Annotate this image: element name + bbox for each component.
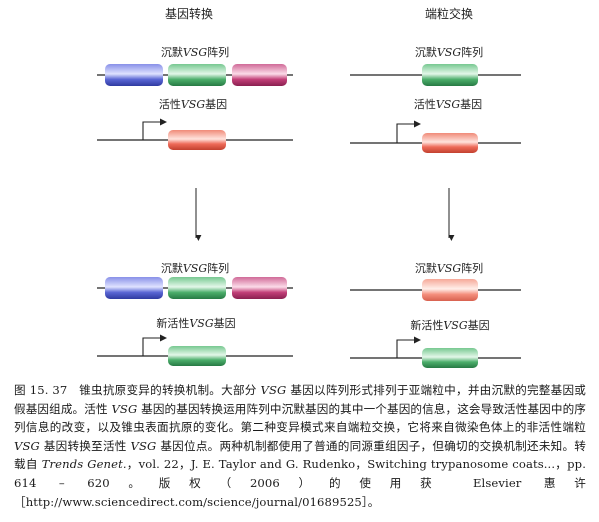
caption-italic-vsg: VSG [14, 438, 40, 453]
right-bottom-promoter-head [414, 336, 421, 344]
left-top-green-gene [168, 64, 226, 86]
right-top-promoter-head [414, 120, 421, 128]
left-top-blue-gene [105, 64, 163, 86]
left-panel-title: 基因转换 [165, 6, 213, 21]
left-top-promoter-head [160, 118, 167, 126]
right-top-array-label: 沉默VSG阵列 [415, 45, 483, 59]
right-bottom-active-label: 新活性VSG基因 [410, 318, 489, 332]
left-bottom-blue-gene [105, 277, 163, 299]
caption-italic-vsg: VSG [111, 401, 138, 416]
left-top-active-label: 活性VSG基因 [159, 97, 227, 111]
caption-italic-vsg: VSG [260, 383, 287, 397]
diagram: 基因转换 沉默VSG阵列 活性VSG基因 沉默VSG阵列 新活性VSG基因 端粒… [97, 6, 521, 368]
caption-text: 基因的基因转换运用阵列中沉默基因的其中一个基因的信息，这会导致活性基因中的序列信… [14, 401, 586, 435]
caption-figure-number: 图 15. 37 [14, 383, 68, 397]
left-bottom-magenta-gene [232, 277, 287, 299]
left-bottom-promoter-arrow [142, 337, 160, 356]
left-top-array-label: 沉默VSG阵列 [161, 45, 229, 59]
left-top-red-active-gene [168, 130, 226, 150]
left-bottom-array-label: 沉默VSG阵列 [161, 261, 229, 275]
right-top-green-gene [422, 64, 478, 86]
right-top-red-active-gene [422, 133, 478, 153]
left-bottom-promoter-head [160, 334, 167, 342]
right-panel-title: 端粒交换 [425, 6, 473, 21]
left-bottom-green-active-gene [168, 346, 226, 366]
right-bottom-promoter-arrow [396, 339, 414, 358]
figure-caption: 图 15. 37 锥虫抗原变异的转换机制。大部分 VSG 基因以阵列形式排列于亚… [14, 381, 586, 511]
caption-text: 基因转换至活性 [39, 438, 131, 453]
caption-italic-journal: Trends Genet. [41, 457, 127, 472]
caption-text: ，vol. 22，J. E. Taylor and G. Rudenko，Swi… [14, 457, 586, 509]
caption-text: 锥虫抗原变异的转换机制。大部分 [79, 383, 261, 397]
left-bottom-active-label: 新活性VSG基因 [156, 316, 235, 330]
left-bottom-green-gene [168, 277, 226, 299]
left-top-promoter-arrow [142, 121, 160, 140]
right-top-promoter-arrow [396, 123, 414, 143]
right-bottom-red-gene [422, 279, 478, 301]
left-top-magenta-gene [232, 64, 287, 86]
right-top-active-label: 活性VSG基因 [414, 97, 482, 111]
caption-italic-vsg: VSG [130, 438, 157, 453]
caption-text: 基因以阵列形式排列于亚端粒中，并由沉默的完整基因或假基因组成。活性 [14, 383, 586, 416]
right-bottom-green-active-gene [422, 348, 478, 368]
caption-text: 基因位点。两种机制都使用了普通的同源重组因子，但确切的交换机制还未知。转载自 [14, 438, 586, 472]
right-bottom-array-label: 沉默VSG阵列 [415, 261, 483, 275]
